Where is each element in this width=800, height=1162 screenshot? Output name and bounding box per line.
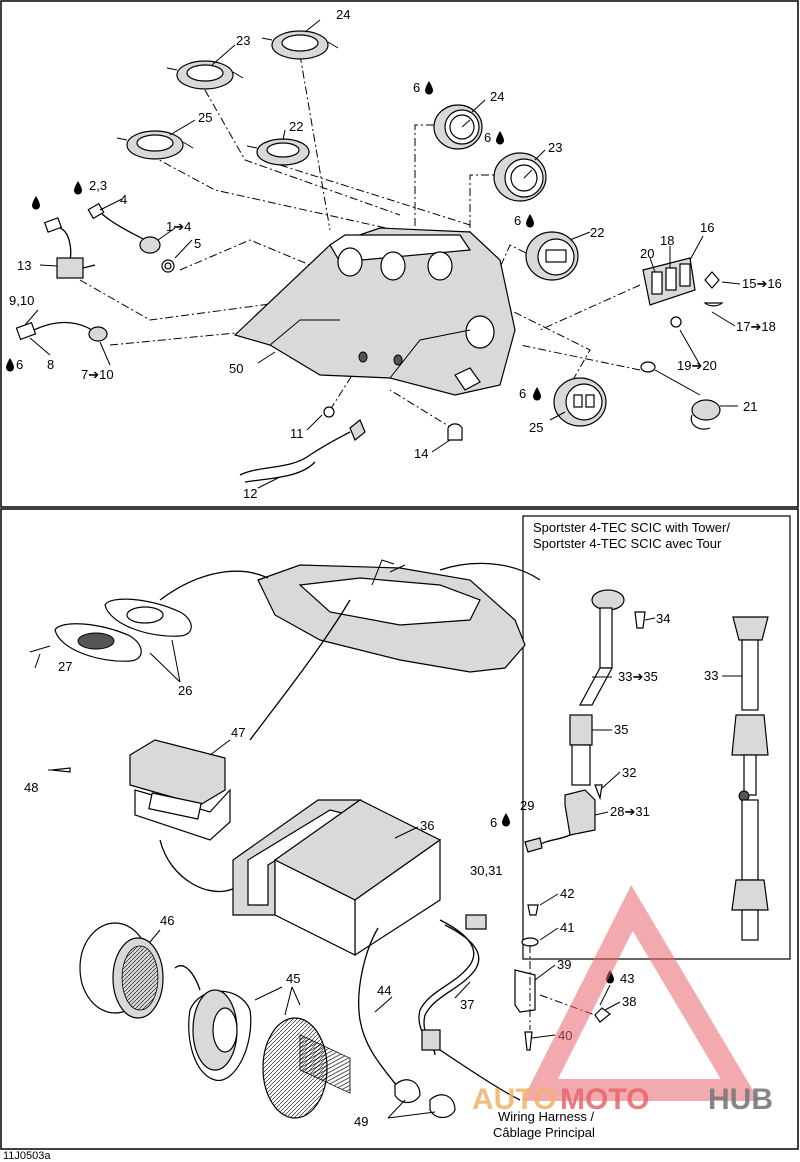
- callout-6b: 6: [484, 130, 491, 145]
- callout-43: 43: [620, 971, 634, 986]
- callout-49: 49: [354, 1114, 368, 1129]
- callout-1-4: 1➔4: [166, 219, 191, 234]
- callout-36: 36: [420, 818, 434, 833]
- watermark-triangle: [522, 885, 760, 1101]
- callout-50: 50: [229, 361, 243, 376]
- bezel-24: [261, 30, 339, 60]
- callout-19-20: 19➔20: [677, 358, 717, 373]
- stereo-unit: [232, 799, 442, 1094]
- navigation-light: [524, 589, 656, 853]
- callout-38: 38: [622, 994, 636, 1009]
- callout-17-18: 17➔18: [736, 319, 776, 334]
- gauge-24: [433, 104, 483, 150]
- callout-9-10: 9,10: [9, 293, 34, 308]
- upper-leaders: [24, 19, 741, 489]
- gauge-25: [553, 377, 607, 427]
- callout-46: 46: [160, 913, 174, 928]
- callout-18: 18: [660, 233, 674, 248]
- callout-30-31: 30,31: [470, 863, 503, 878]
- watermark-logo: AUTO MOTO HUB: [472, 885, 773, 1116]
- upper-dashed-leaders: [79, 54, 641, 431]
- callout-15-16: 15➔16: [742, 276, 782, 291]
- callout-28-31: 28➔31: [610, 804, 650, 819]
- inset-title-line2: Sportster 4-TEC SCIC avec Tour: [533, 536, 722, 551]
- speaker-assembly: [79, 922, 328, 1119]
- power-socket: [640, 361, 721, 430]
- callout-41: 41: [560, 920, 574, 935]
- upper-callouts: 24 23 25 22 6 24 6 23 6 22 2,3 4 1➔4 5 1…: [9, 7, 782, 501]
- grommet-plates: [29, 598, 192, 683]
- callout-6e: 6: [519, 386, 526, 401]
- inset-title-line1: Sportster 4-TEC SCIC with Tower/: [533, 520, 730, 535]
- callout-24a: 24: [336, 7, 350, 22]
- callout-2-3: 2,3: [89, 178, 107, 193]
- callout-32: 32: [622, 765, 636, 780]
- callout-23a: 23: [236, 33, 250, 48]
- callout-25a: 25: [198, 110, 212, 125]
- left-components: [15, 202, 463, 483]
- callout-47: 47: [231, 725, 245, 740]
- callout-44: 44: [377, 983, 391, 998]
- callout-6a: 6: [413, 80, 420, 95]
- console-body: [233, 227, 516, 396]
- callout-6d: 6: [16, 357, 23, 372]
- inset-callout-33: 33: [704, 668, 718, 683]
- gauge-22: [525, 231, 579, 281]
- lower-callouts: 27 26 34 33➔35 35 47 48 32 6 29 28➔31 30…: [24, 611, 670, 1140]
- callout-34: 34: [656, 611, 670, 626]
- upper-section-frame: [0, 0, 799, 508]
- watermark-text-auto: AUTO: [472, 1083, 556, 1116]
- callout-8: 8: [47, 357, 54, 372]
- wiring-harness: [358, 914, 521, 1119]
- gauge-23: [493, 152, 547, 202]
- callout-24b: 24: [490, 89, 504, 104]
- harness-label-line2: Câblage Principal: [493, 1125, 595, 1140]
- callout-6f: 6: [490, 815, 497, 830]
- figure-code: 11J0503a: [3, 1150, 51, 1162]
- callout-35: 35: [614, 722, 628, 737]
- bezel-23: [166, 60, 244, 90]
- callout-25b: 25: [529, 420, 543, 435]
- callout-22a: 22: [289, 119, 303, 134]
- curved-arrows: [159, 562, 541, 893]
- watercraft-hull: [257, 559, 526, 673]
- callout-39: 39: [557, 957, 571, 972]
- lower-section-frame: [0, 508, 799, 1150]
- callout-6c: 6: [514, 213, 521, 228]
- callout-4: 4: [120, 192, 127, 207]
- tower-inset: Sportster 4-TEC SCIC with Tower/ Sportst…: [522, 515, 791, 960]
- harness-label-line1: Wiring Harness /: [498, 1109, 594, 1124]
- callout-14: 14: [414, 446, 428, 461]
- callout-26: 26: [178, 683, 192, 698]
- callout-45: 45: [286, 971, 300, 986]
- callout-23b: 23: [548, 140, 562, 155]
- bezel-25: [116, 130, 194, 160]
- watermark-text-hub: HUB: [708, 1083, 773, 1116]
- callout-11: 11: [290, 426, 304, 441]
- callout-27: 27: [58, 659, 72, 674]
- stereo-cover: [48, 739, 231, 841]
- callout-5: 5: [194, 236, 201, 251]
- callout-20: 20: [640, 246, 654, 261]
- callout-16: 16: [700, 220, 714, 235]
- callout-13: 13: [17, 258, 31, 273]
- callout-22b: 22: [590, 225, 604, 240]
- callout-37: 37: [460, 997, 474, 1012]
- callout-7-10: 7➔10: [81, 367, 114, 382]
- callout-29: 29: [520, 798, 534, 813]
- switch-panel: [642, 257, 724, 328]
- callout-33-35: 33➔35: [618, 669, 658, 684]
- callout-48: 48: [24, 780, 38, 795]
- callout-12: 12: [243, 486, 257, 501]
- callout-21: 21: [743, 399, 757, 414]
- bezel-22: [246, 138, 310, 166]
- watermark-text-moto: MOTO: [560, 1083, 649, 1116]
- callout-42: 42: [560, 886, 574, 901]
